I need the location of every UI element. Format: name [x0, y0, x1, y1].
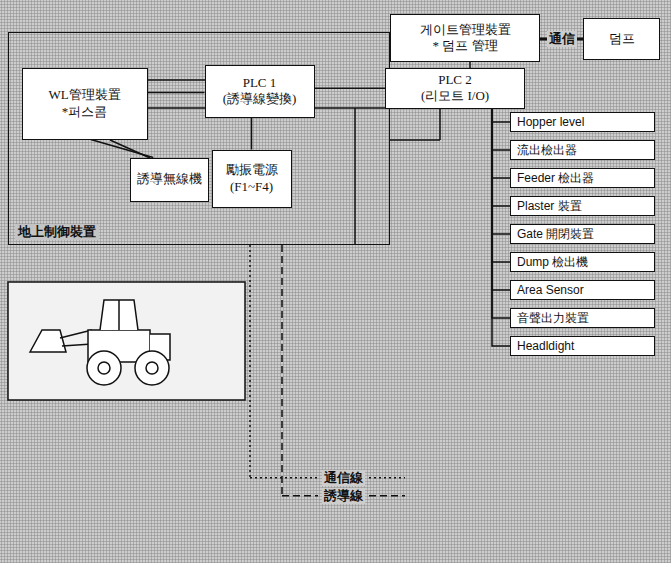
guide-line — [281, 245, 283, 496]
wheel-loader — [30, 300, 170, 385]
box-title: 地上制御裝置 — [15, 224, 99, 240]
manager-box: WL管理裝置*퍼스콤 — [22, 68, 148, 140]
box-title: PLC 2 — [438, 72, 472, 88]
legend-text: 通信線 — [322, 470, 365, 486]
wire — [315, 107, 385, 109]
edge-label: 通信 — [547, 31, 577, 47]
wire — [148, 107, 205, 109]
box-title: Hopper level — [517, 115, 584, 130]
guide-lines — [250, 245, 282, 496]
device-box: Hopper level — [510, 112, 655, 132]
hub — [98, 362, 110, 374]
connector — [492, 109, 510, 207]
arm — [60, 330, 92, 338]
device-box: Area Sensor — [510, 280, 655, 300]
connector — [492, 109, 510, 151]
box-note: * 덤프 管理 — [433, 38, 498, 54]
legend-sample — [369, 495, 405, 497]
box-title: 流出檢出器 — [517, 143, 577, 158]
box-title: 게이트管理裝置 — [420, 22, 511, 38]
wire — [148, 79, 205, 81]
box-title: Plaster 裝置 — [517, 199, 582, 214]
connector — [492, 109, 510, 123]
box-title: WL管理裝置 — [48, 87, 120, 103]
wheel — [135, 351, 169, 385]
device-box: 流出檢出器 — [510, 140, 655, 160]
cab — [100, 300, 138, 330]
box-note: (리모트 I/O) — [421, 88, 489, 104]
box-title: Feeder 檢出器 — [517, 171, 594, 186]
comm-line — [249, 245, 251, 478]
plc-box: PLC 1(誘導線變換) — [205, 65, 315, 118]
legend-sample — [369, 477, 405, 479]
hub — [146, 362, 158, 374]
box-note: *퍼스콤 — [62, 104, 108, 120]
box-title: Area Sensor — [517, 283, 584, 298]
connector — [492, 109, 510, 179]
plc-box: PLC 2(리모트 I/O) — [385, 68, 525, 109]
legend-text: 誘導線 — [322, 488, 365, 504]
cab-pillar — [118, 300, 120, 330]
wheel-loader-illustration — [8, 282, 245, 400]
connector — [492, 109, 510, 347]
box-title: 音聲出力裝置 — [517, 311, 589, 326]
device-box: Dump 檢出機 — [510, 252, 655, 272]
gate-manager-box: 게이트管理裝置* 덤프 管理 — [390, 14, 540, 62]
wire — [354, 108, 356, 245]
legend-sample — [282, 495, 318, 497]
box-title: Dump 檢出機 — [517, 255, 588, 270]
control-frame: 地上制御裝置WL管理裝置*퍼스콤PLC 1(誘導線變換)誘導無線機勵振電源(F1… — [8, 32, 390, 245]
connector — [492, 109, 510, 319]
power-box: 勵振電源(F1~F4) — [212, 150, 292, 208]
box-title: 勵振電源 — [226, 162, 278, 178]
legend-sample — [250, 477, 318, 479]
dump-box: 덤프 — [583, 18, 660, 60]
device-box: 音聲出力裝置 — [510, 308, 655, 328]
illustration-panel — [8, 282, 245, 400]
device-box: Headldight — [510, 336, 655, 356]
box-note: (F1~F4) — [230, 179, 273, 195]
device-box: Feeder 檢出器 — [510, 168, 655, 188]
connector — [91, 140, 153, 158]
box-title: Gate 開閉裝置 — [517, 227, 594, 242]
box-title: 誘導無線機 — [137, 171, 202, 187]
box-title: Headldight — [517, 339, 574, 354]
connector — [492, 109, 510, 291]
connector — [315, 88, 386, 90]
box-title: PLC 1 — [243, 75, 277, 91]
device-box: Gate 開閉裝置 — [510, 224, 655, 244]
box-note: (誘導線變換) — [223, 91, 297, 107]
box-title: 덤프 — [609, 31, 635, 47]
connector — [251, 118, 253, 150]
connector — [492, 109, 510, 263]
wheel — [87, 351, 121, 385]
connector — [492, 109, 510, 235]
bucket — [30, 330, 66, 352]
device-box: Plaster 裝置 — [510, 196, 655, 216]
radio-box: 誘導無線機 — [130, 158, 209, 202]
connector — [148, 92, 205, 94]
wire — [390, 139, 440, 141]
